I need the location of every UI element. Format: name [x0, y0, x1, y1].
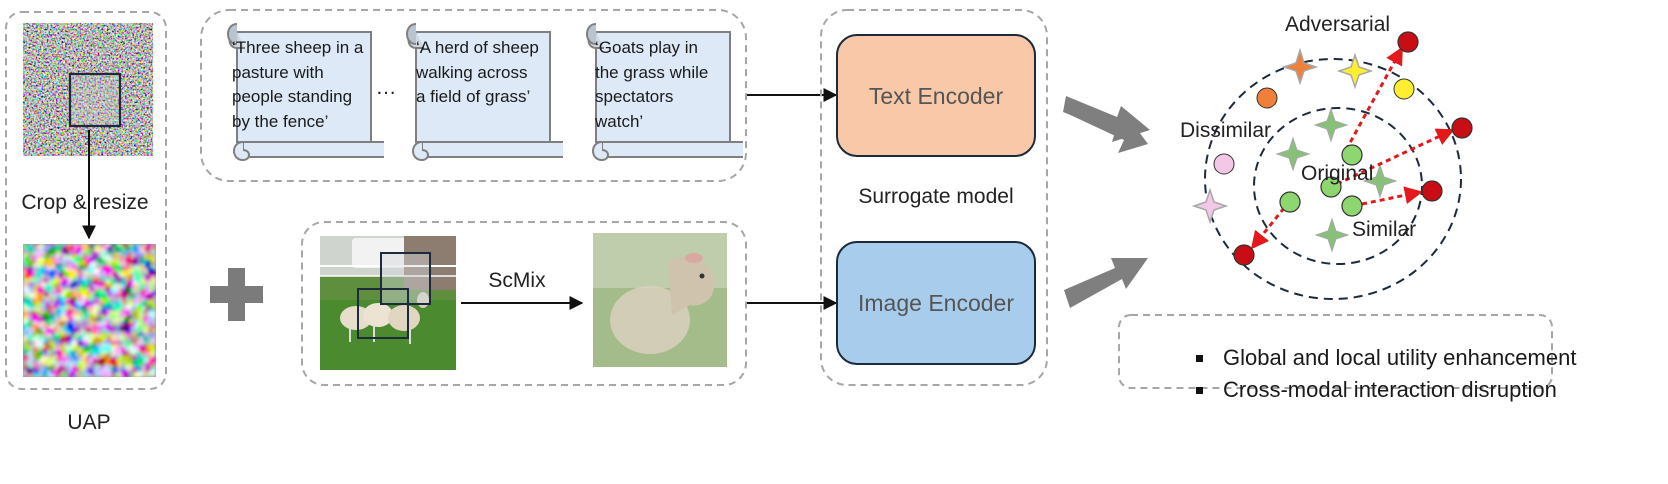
original-point-2 [1320, 176, 1342, 198]
surrogate-model-label: Surrogate model [858, 185, 1013, 208]
captions-panel [200, 9, 747, 182]
star-pink [1191, 187, 1229, 225]
captions-ellipsis: … [376, 76, 397, 99]
objective-text: Cross-modal interaction disruption [1223, 377, 1557, 402]
objective-text: Global and local utility enhancement [1223, 345, 1577, 370]
image-panel [301, 221, 747, 386]
adversarial-point-1 [1397, 31, 1419, 53]
similar-label: Similar [1352, 218, 1416, 241]
star-yellow [1336, 52, 1374, 90]
text-flow-arrow-head [1063, 96, 1150, 142]
embedding-space: Adversarial Dissimilar Original Similar [1180, 13, 1473, 300]
plus-icon [210, 268, 263, 321]
adv-arrow-1 [1344, 46, 1404, 151]
point-yellow [1393, 78, 1415, 100]
objectives-box [1118, 314, 1553, 389]
mixed-photo [593, 233, 727, 367]
original-point-3 [1279, 191, 1301, 213]
original-label: Original [1301, 162, 1373, 185]
star-green-1 [1313, 107, 1349, 143]
adversarial-point-4 [1233, 244, 1255, 266]
caption-text-3: ‘Goats play in the grass while spectator… [595, 38, 709, 131]
text-encoder-box [836, 34, 1036, 157]
scmix-label: ScMix [488, 269, 546, 292]
uap-caption: UAP [67, 411, 110, 434]
uap-panel [5, 11, 167, 390]
star-green-3 [1362, 163, 1398, 199]
point-pink [1213, 153, 1235, 175]
bullet-icon [1196, 386, 1203, 394]
objective-item: Global and local utility enhancement [1196, 342, 1576, 374]
inner-boundary [1253, 107, 1423, 265]
adv-arrow-3 [1361, 186, 1423, 206]
star-green-2 [1275, 136, 1311, 172]
original-point-4 [1341, 195, 1363, 217]
star-green-4 [1314, 217, 1350, 253]
adv-arrow-4 [1250, 207, 1286, 250]
caption-text-2: ‘A herd of sheep walking across a field … [416, 38, 539, 106]
crop-region [68, 72, 122, 128]
point-orange [1256, 87, 1278, 109]
surrogate-model-panel [820, 9, 1048, 386]
adversarial-point-2 [1451, 117, 1473, 139]
bullet-icon [1196, 354, 1203, 362]
uap-noise-coarse-texture [23, 244, 156, 377]
outer-boundary [1204, 58, 1462, 300]
text-encoder-label: Text Encoder [869, 83, 1004, 109]
dissimilar-label: Dissimilar [1180, 119, 1271, 142]
adversarial-point-3 [1421, 180, 1443, 202]
sheep-photo [320, 236, 456, 370]
caption-text-1: ‘Three sheep in a pasture with people st… [232, 38, 364, 131]
image-encoder-label: Image Encoder [858, 290, 1014, 316]
adversarial-label: Adversarial [1285, 13, 1390, 36]
star-orange [1281, 47, 1319, 86]
objective-item: Cross-modal interaction disruption [1196, 374, 1576, 406]
image-encoder-box [836, 241, 1036, 365]
image-flow-arrow [1064, 258, 1148, 308]
adv-arrow-2 [1336, 128, 1455, 186]
crop-resize-label: Crop & resize [21, 191, 148, 214]
objectives-list: Global and local utility enhancement Cro… [1196, 342, 1576, 406]
original-point-1 [1341, 144, 1363, 166]
